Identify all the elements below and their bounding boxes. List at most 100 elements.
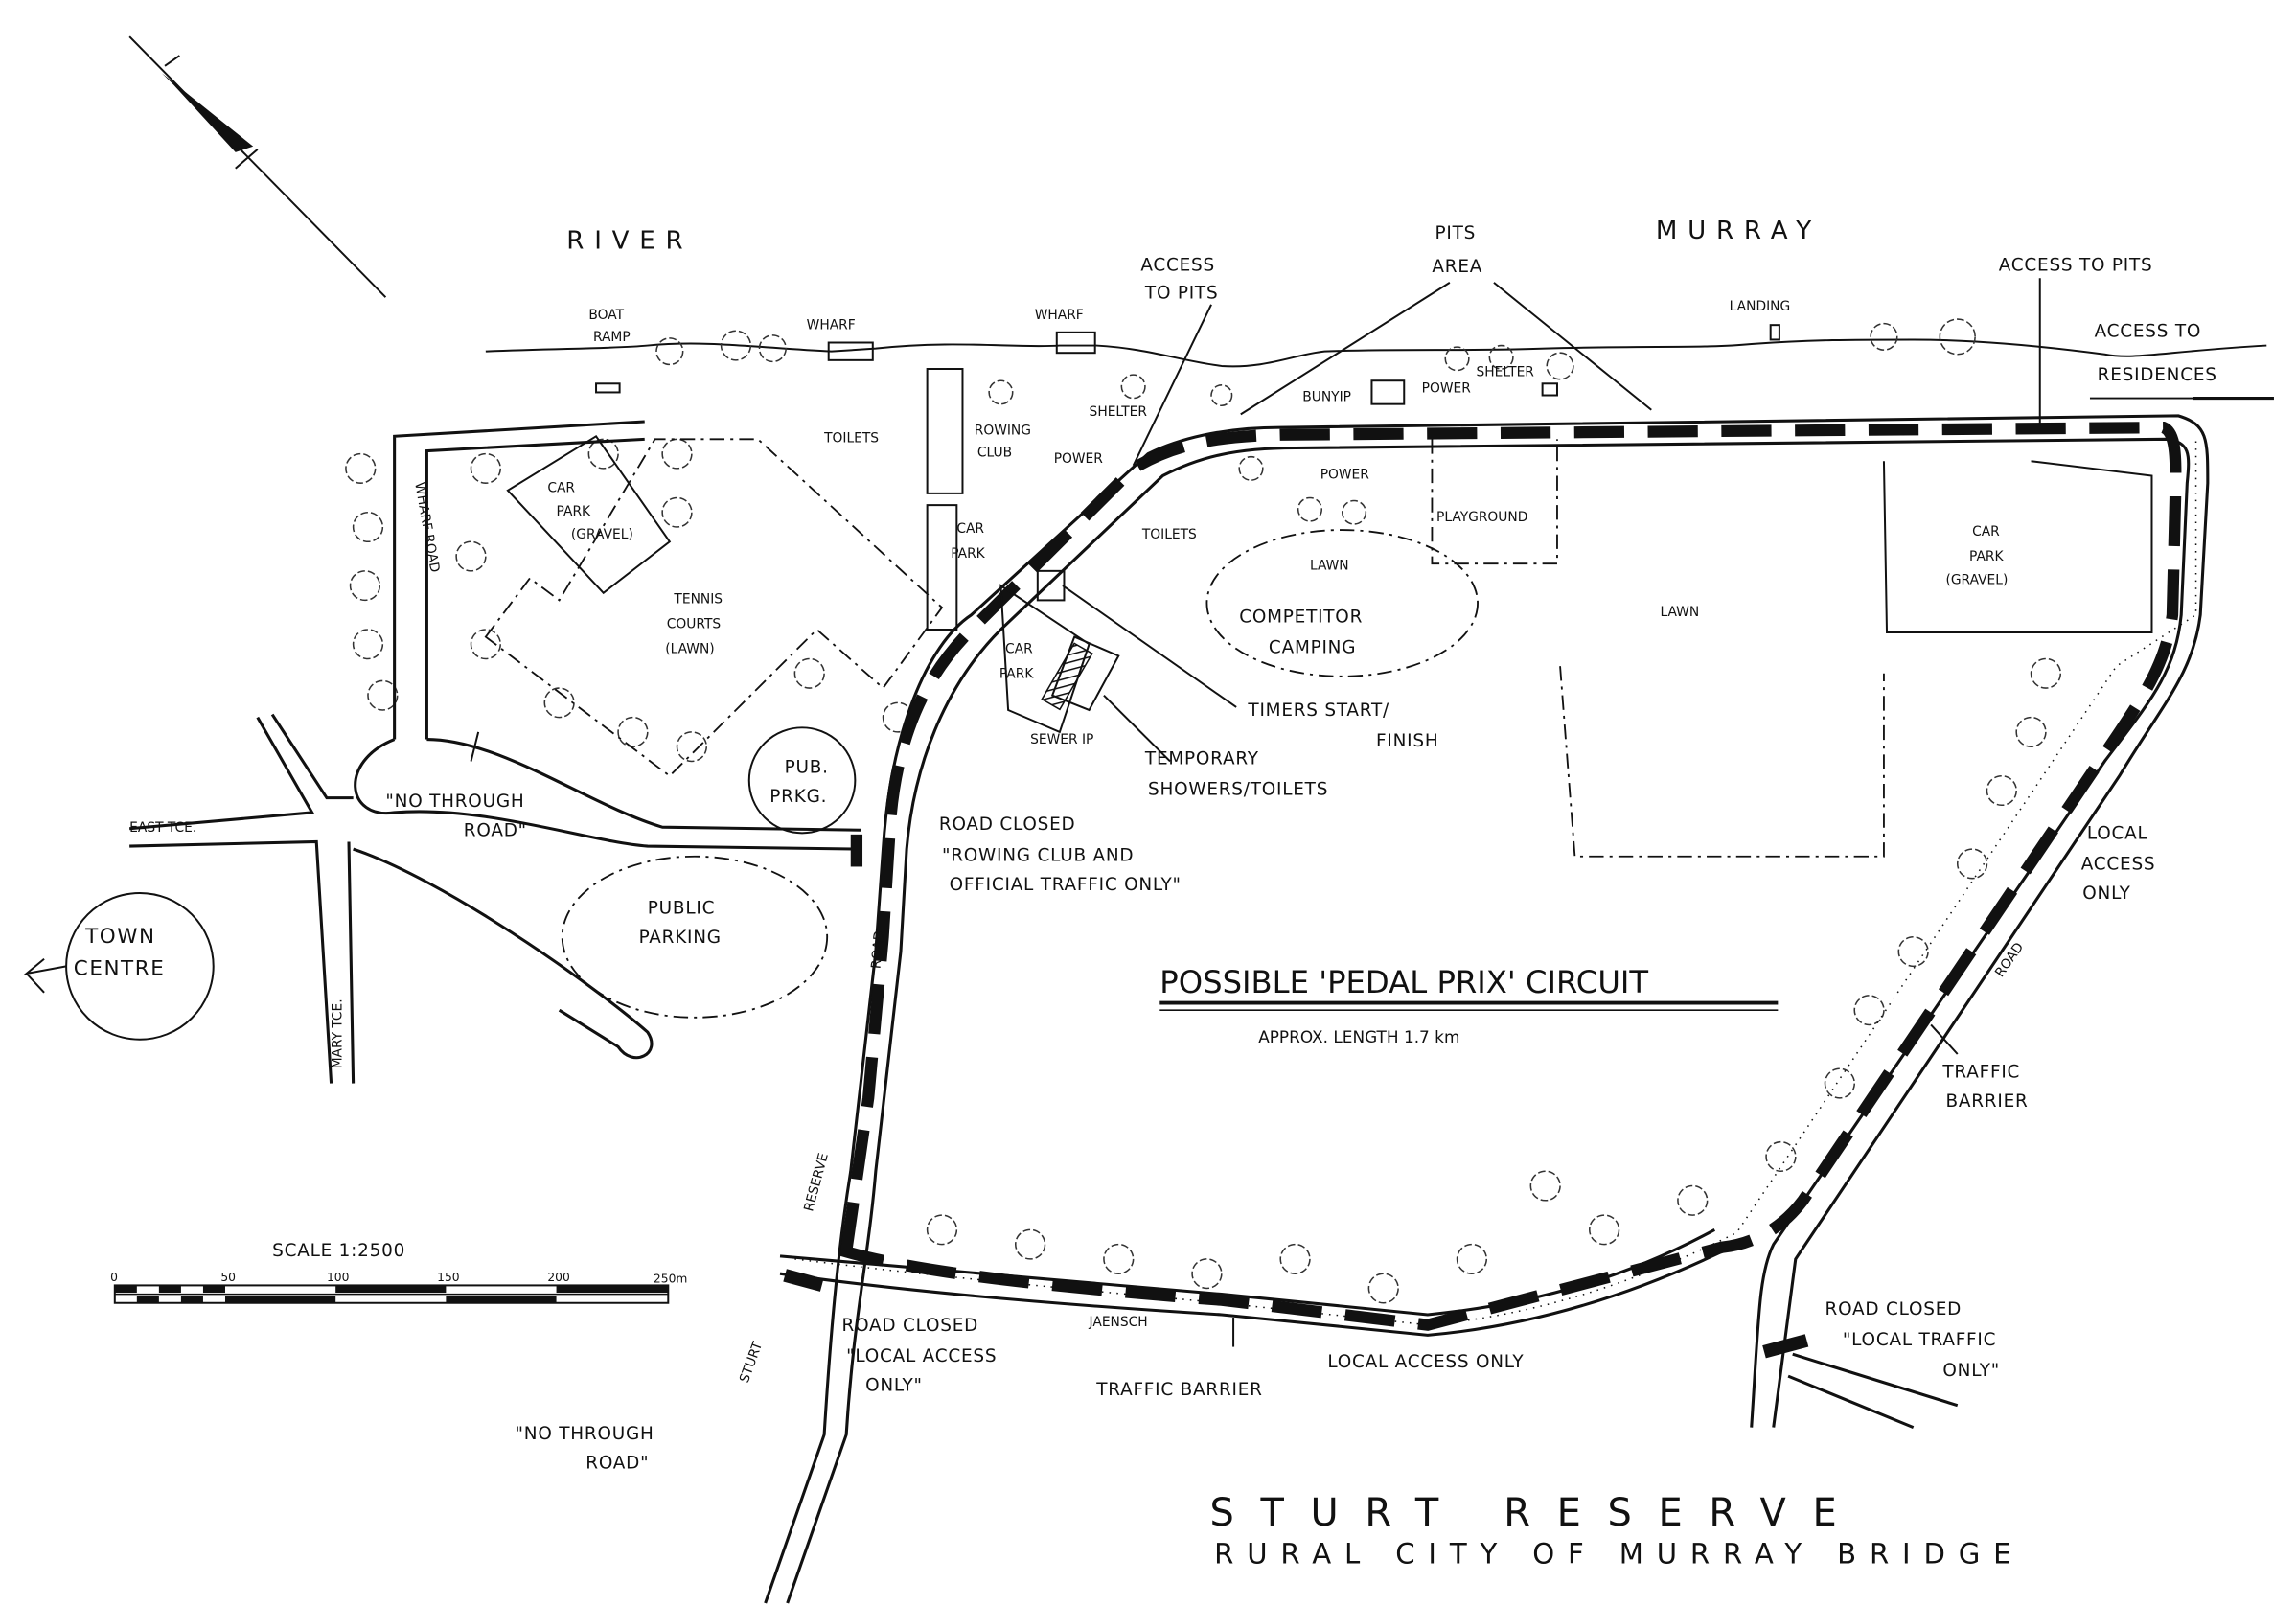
scale-tick: 50 (220, 1271, 236, 1284)
map-subtitle: RURAL CITY OF MURRAY BRIDGE (1214, 1538, 2024, 1571)
showers-label: SHOWERS/TOILETS (1148, 780, 1328, 800)
areas (23, 368, 2153, 1041)
sturt-label: STURT (737, 1340, 766, 1385)
showers-label: TEMPORARY (1144, 749, 1259, 769)
public-parking-label: PUBLIC (648, 898, 715, 918)
traffic-barrier-label: TRAFFIC BARRIER (1095, 1380, 1263, 1400)
pub-parking-label: PUB. (785, 758, 829, 778)
wharf-label: WHARF (807, 318, 856, 333)
road-closed-label: ONLY" (865, 1375, 923, 1395)
toilets-label: TOILETS (823, 430, 879, 446)
town-centre-label: TOWN (84, 925, 156, 949)
circuit-title: POSSIBLE 'PEDAL PRIX' CIRCUIT (1159, 964, 1648, 1000)
traffic-barrier-label: TRAFFIC (1941, 1063, 2020, 1083)
tennis-courts-label: TENNIS (673, 591, 723, 607)
road-label: ROAD (868, 929, 886, 969)
local-access-label: ACCESS (2081, 855, 2156, 875)
pits-area-label: PITS (1435, 223, 1477, 243)
timers-label: FINISH (1376, 731, 1438, 751)
leader-lines (470, 278, 2267, 1347)
car-park-label: CAR (1005, 641, 1033, 656)
access-to-pits-label: ACCESS TO PITS (1999, 256, 2153, 276)
sewer-label: SEWER IP (1030, 732, 1093, 747)
power-label: POWER (1422, 380, 1472, 396)
map-title: STURT RESERVE (1210, 1491, 1864, 1535)
rowing-club-label: CLUB (977, 446, 1012, 461)
wharf-structure (827, 341, 874, 361)
scale-bar: SCALE 1:2500 0 50 100 150 200 250m (110, 1241, 687, 1304)
car-park-label: (GRAVEL) (1945, 573, 2008, 588)
car-park-label: PARK (1969, 549, 2004, 564)
car-park-label: PARK (951, 546, 985, 562)
road-closed-label: "ROWING CLUB AND (942, 845, 1134, 865)
toilets-label: TOILETS (1141, 527, 1197, 542)
road-closed-label: ROAD CLOSED (842, 1316, 979, 1336)
map-labels: BOAT RAMP WHARF WHARF LANDING ACCESS TO … (74, 223, 2217, 1473)
car-park-label: PARK (999, 666, 1034, 681)
scale-tick: 250m (654, 1272, 687, 1285)
river-label: RIVER (566, 227, 693, 256)
boat-ramp-label: RAMP (593, 330, 631, 345)
tennis-courts-label: (LAWN) (665, 641, 714, 656)
road-closed-label: ROAD CLOSED (1825, 1299, 1963, 1319)
local-access-label: LOCAL ACCESS ONLY (1327, 1352, 1524, 1372)
reserve-label: RESERVE (801, 1152, 832, 1213)
road-closed-label: ONLY" (1942, 1361, 2000, 1381)
boat-ramp-label: BOAT (588, 308, 624, 323)
road-closed-label: OFFICIAL TRAFFIC ONLY" (950, 875, 1182, 895)
road-closed-label: "LOCAL ACCESS (846, 1346, 997, 1366)
road-closed-label: ROAD CLOSED (939, 814, 1076, 835)
no-through-road-label: ROAD" (585, 1453, 649, 1473)
mary-tce-label: MARY TCE. (330, 998, 345, 1068)
wharf-structure (1055, 331, 1096, 355)
rowing-club-label: ROWING (975, 424, 1031, 439)
traffic-barrier-label: BARRIER (1945, 1091, 2028, 1112)
lawn-label: LAWN (1660, 605, 1699, 620)
wharf-road-label: WHARF ROAD (411, 481, 442, 573)
pub-parking-label: PRKG. (769, 787, 827, 807)
competitor-camping-label: CAMPING (1269, 637, 1356, 657)
no-through-road-label: "NO THROUGH (516, 1424, 654, 1444)
scale-tick: 0 (110, 1271, 118, 1284)
power-label: POWER (1320, 468, 1370, 483)
trees (345, 318, 2062, 1304)
playground-label: PLAYGROUND (1436, 510, 1527, 525)
tennis-courts-label: COURTS (667, 616, 721, 631)
access-to-pits-label: TO PITS (1144, 284, 1218, 304)
power-label: POWER (1054, 451, 1104, 467)
public-parking-label: PARKING (639, 928, 722, 948)
local-access-label: ONLY (2082, 883, 2130, 904)
access-to-residences-label: RESIDENCES (2098, 365, 2217, 385)
scale-tick: 200 (547, 1271, 569, 1284)
competitor-camping-label: COMPETITOR (1239, 607, 1363, 627)
car-park-label: CAR (547, 480, 575, 495)
circuit-length: APPROX. LENGTH 1.7 km (1258, 1027, 1459, 1046)
shelter-label: SHELTER (1090, 404, 1148, 420)
traffic-barriers (783, 834, 1809, 1359)
pedal-prix-circuit (839, 421, 2182, 1331)
jaensch-label: JAENSCH (1089, 1315, 1148, 1330)
pits-area-label: AREA (1432, 257, 1482, 277)
north-arrow-icon (128, 35, 387, 298)
car-park-label: PARK (557, 504, 591, 519)
roads (129, 397, 2274, 1604)
no-through-road-label: "NO THROUGH (385, 792, 524, 812)
river-label: MURRAY (1656, 217, 1822, 245)
access-to-residences-label: ACCESS TO (2095, 321, 2202, 341)
scale-label: SCALE 1:2500 (272, 1241, 405, 1261)
scale-tick: 100 (327, 1271, 349, 1284)
no-through-road-label: ROAD" (464, 820, 527, 840)
wharf-label: WHARF (1035, 308, 1084, 323)
timers-label: TIMERS START/ (1247, 700, 1389, 721)
road-closed-label: "LOCAL TRAFFIC (1843, 1330, 1996, 1350)
access-to-pits-label: ACCESS (1140, 256, 1215, 276)
car-park-label: CAR (956, 521, 984, 537)
local-access-label: LOCAL (2087, 823, 2148, 843)
car-park-label: CAR (1972, 524, 2000, 539)
east-tce-label: EAST TCE. (129, 820, 196, 836)
bunyip-label: BUNYIP (1302, 390, 1351, 405)
scale-tick: 150 (437, 1271, 459, 1284)
river-bank (485, 338, 2267, 368)
shelter-label: SHELTER (1477, 365, 1535, 380)
